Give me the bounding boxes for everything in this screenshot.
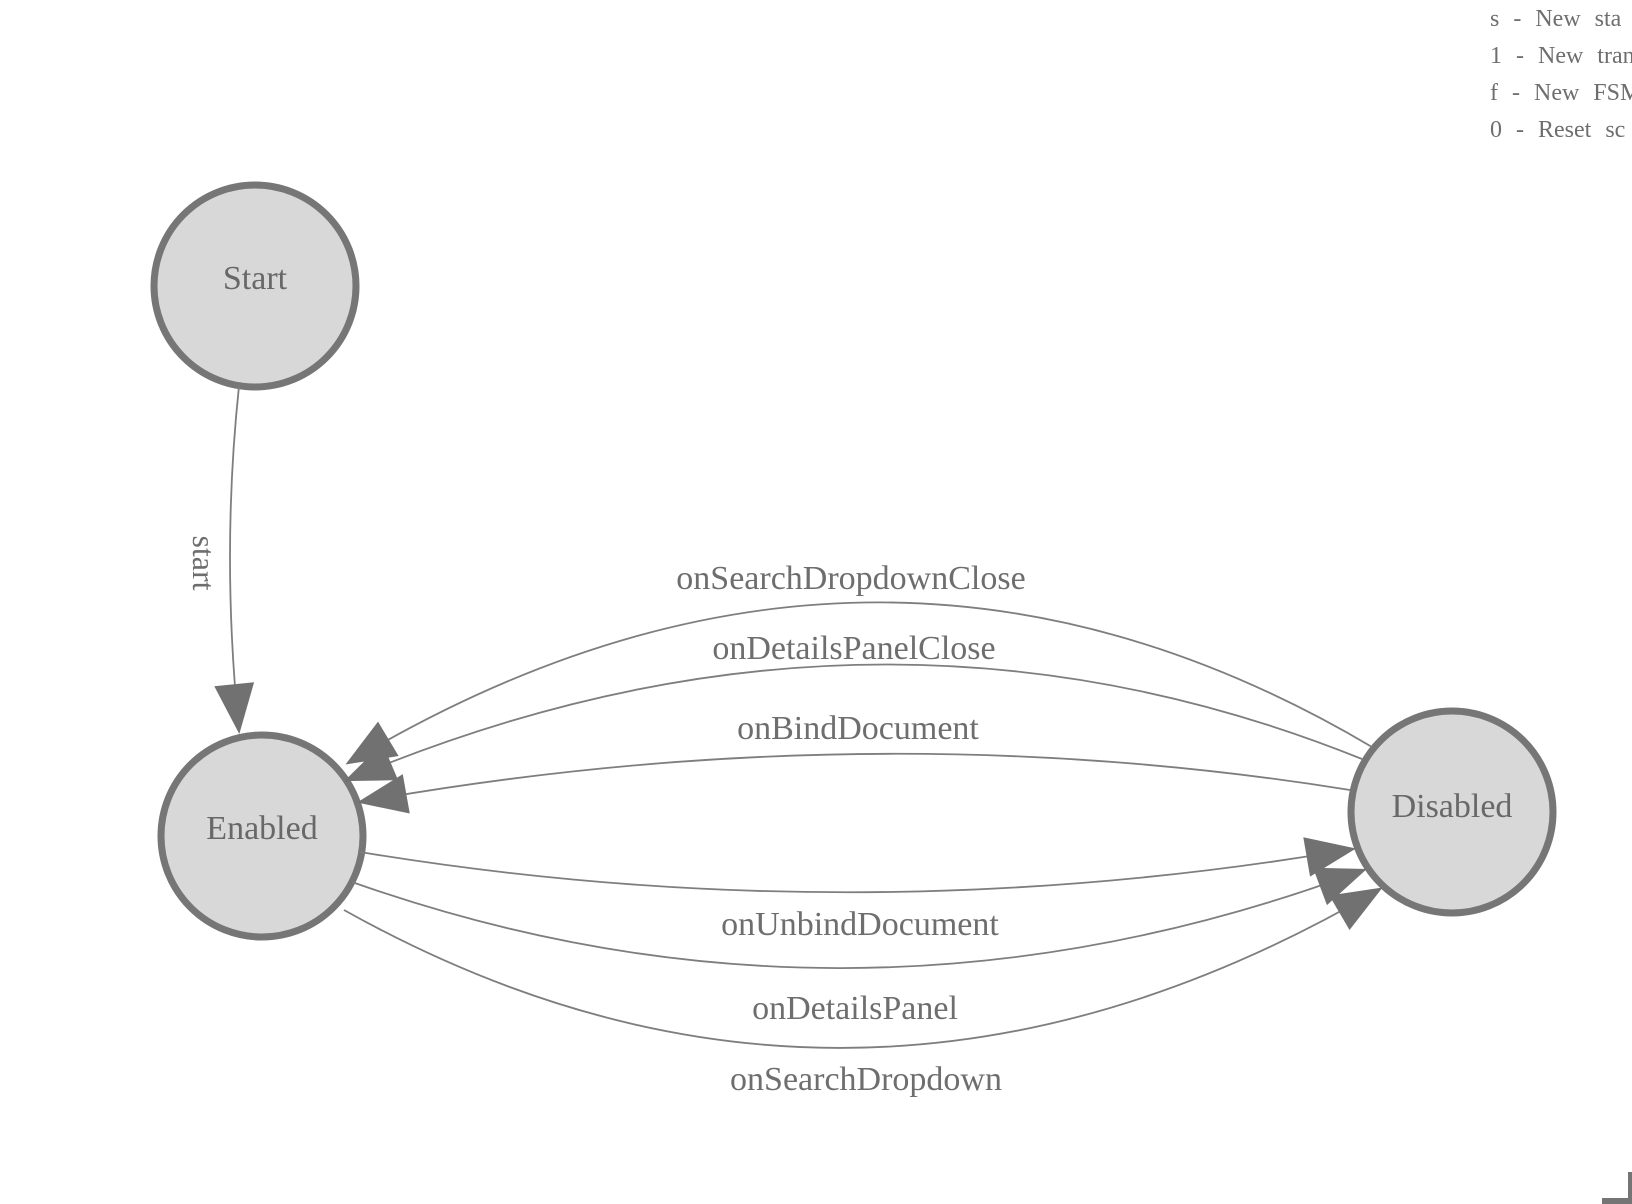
transition-start-label[interactable]: start bbox=[186, 535, 222, 590]
hint-new-fsm: f - New FSM bbox=[1490, 80, 1632, 106]
transition-start-line[interactable] bbox=[214, 385, 255, 734]
transition-onsearchdropdownclose-label[interactable]: onSearchDropdownClose bbox=[676, 560, 1025, 597]
transition-onbinddocument-line[interactable] bbox=[357, 752, 1351, 814]
transition-onbinddocument[interactable]: onBindDocument bbox=[357, 710, 1351, 814]
transition-onunbinddocument[interactable]: onUnbindDocument bbox=[359, 837, 1356, 943]
transition-onsearchdropdown-label[interactable]: onSearchDropdown bbox=[730, 1061, 1002, 1098]
transition-ondetailspanel[interactable]: onDetailsPanel bbox=[351, 867, 1367, 1027]
state-enabled[interactable]: Enabled bbox=[157, 731, 367, 941]
transition-onsearchdropdown-line[interactable] bbox=[343, 887, 1383, 1049]
transition-onsearchdropdown[interactable]: onSearchDropdown bbox=[343, 887, 1383, 1098]
hint-reset-scale: 0 - Reset sc bbox=[1490, 117, 1625, 143]
state-start[interactable]: Start bbox=[150, 181, 360, 391]
transition-onsearchdropdownclose-line[interactable] bbox=[345, 601, 1373, 765]
state-enabled-label: Enabled bbox=[206, 810, 317, 847]
hint-new-state: s - New sta bbox=[1490, 6, 1622, 32]
hint-new-transition: 1 - New tran bbox=[1490, 43, 1632, 69]
state-disabled[interactable]: Disabled bbox=[1347, 707, 1557, 917]
transition-ondetailspanelclose[interactable]: onDetailsPanelClose bbox=[344, 630, 1363, 782]
transition-ondetailspanel-label[interactable]: onDetailsPanel bbox=[752, 990, 958, 1027]
state-enabled-circle[interactable] bbox=[157, 731, 367, 941]
transition-start[interactable]: start bbox=[186, 385, 255, 734]
transition-ondetailspanel-line[interactable] bbox=[351, 867, 1367, 969]
state-start-circle[interactable] bbox=[150, 181, 360, 391]
transition-ondetailspanelclose-line[interactable] bbox=[344, 663, 1363, 782]
transition-onbinddocument-label[interactable]: onBindDocument bbox=[737, 710, 979, 747]
state-disabled-label: Disabled bbox=[1392, 788, 1513, 825]
state-disabled-circle[interactable] bbox=[1347, 707, 1557, 917]
state-start-label: Start bbox=[223, 260, 288, 297]
transition-onunbinddocument-line[interactable] bbox=[359, 837, 1356, 894]
canvas-corner-mark bbox=[1602, 1172, 1632, 1204]
corner-mark-horizontal bbox=[1602, 1198, 1632, 1204]
transition-onsearchdropdownclose[interactable]: onSearchDropdownClose bbox=[345, 560, 1373, 765]
transition-onunbinddocument-label[interactable]: onUnbindDocument bbox=[721, 906, 999, 943]
transition-ondetailspanelclose-label[interactable]: onDetailsPanelClose bbox=[712, 630, 995, 667]
corner-mark-vertical bbox=[1628, 1172, 1632, 1204]
shortcut-hints: s - New sta 1 - New tran f - New FSM 0 -… bbox=[1490, 6, 1632, 143]
